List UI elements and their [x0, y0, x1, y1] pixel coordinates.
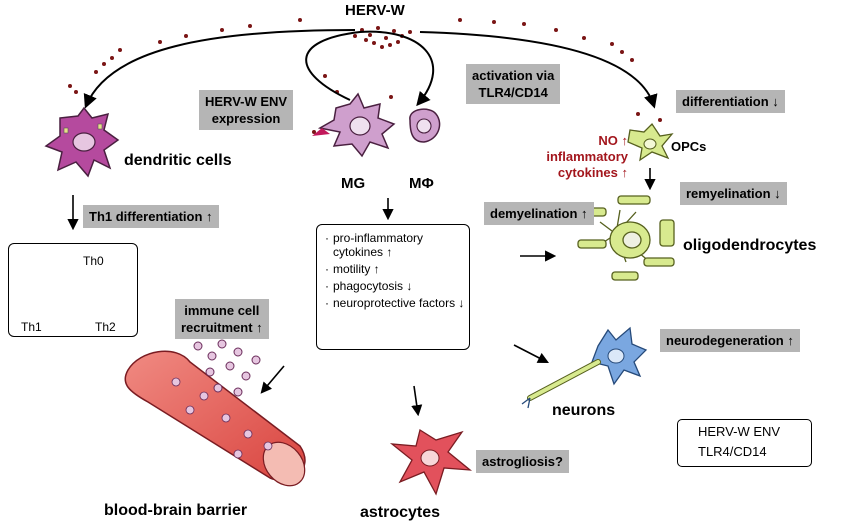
loop-arrow-activation [305, 30, 435, 107]
remyelination-box: remyelination ↓ [680, 182, 787, 205]
effect-text: motility ↑ [333, 262, 380, 276]
opcs-label: OPCs [671, 139, 707, 154]
neurons-label: neurons [552, 402, 616, 419]
effect-item: ·pro-inflammatory cytokines ↑ [325, 231, 424, 259]
mphi-label: MΦ [409, 175, 434, 192]
activation-line2: TLR4/CD14 [478, 85, 548, 100]
dendritic-cell [44, 106, 120, 178]
herv-w-title: HERV-W [345, 2, 405, 19]
immune-line2: recruitment ↑ [181, 320, 263, 335]
neurodegeneration-box: neurodegeneration ↑ [660, 329, 800, 352]
herv-particle-cloud [68, 18, 662, 134]
th1-label: Th1 [21, 320, 42, 334]
red-line1: NO ↑ [598, 133, 628, 148]
env-expression-box: HERV-W ENV expression [199, 90, 294, 130]
neuron-cell [521, 326, 648, 409]
dendritic-cells-label: dendritic cells [124, 152, 232, 169]
bbb-label: blood-brain barrier [104, 502, 248, 519]
immune-recruitment-box: immune cell recruitment ↑ [175, 299, 269, 339]
arrow-to-vessel [260, 365, 285, 394]
immune-cells [193, 339, 261, 397]
legend-env-label: HERV-W ENV [698, 424, 781, 439]
effect-text: neuroprotective factors ↓ [333, 296, 465, 310]
microglia-cell [312, 92, 396, 158]
th0-label: Th0 [83, 254, 104, 268]
astrocytes-label: astrocytes [360, 504, 441, 521]
activation-box: activation via TLR4/CD14 [466, 64, 561, 104]
activation-line1: activation via [472, 68, 555, 83]
env-expression-line2: expression [211, 111, 281, 126]
blood-vessel [124, 350, 306, 487]
th1-differentiation-box: Th1 differentiation ↑ [83, 205, 219, 228]
effect-item: ·phagocytosis ↓ [325, 279, 413, 293]
differentiation-box: differentiation ↓ [676, 90, 785, 113]
arrow-to-neuron [513, 344, 549, 364]
mg-label: MG [341, 175, 366, 192]
env-expression-line1: HERV-W ENV [205, 94, 288, 109]
microglia-effects-box: ·pro-inflammatory cytokines ↑ ·motility … [316, 224, 470, 350]
opc-inflammation-text: NO ↑ inflammatory cytokines ↑ [520, 133, 628, 181]
oligodendrocytes-label: oligodendrocytes [683, 237, 817, 254]
macrophage-cell [409, 108, 441, 143]
legend-receptor-label: TLR4/CD14 [698, 444, 767, 459]
astrocyte-cell [389, 428, 473, 496]
arrow-to-opcs [419, 31, 658, 109]
effect-item: ·neuroprotective factors ↓ [325, 296, 465, 310]
demyelination-box: demyelination ↑ [484, 202, 594, 225]
opc-cell [627, 122, 674, 162]
th-differentiation-panel: Th0 Th1 Th2 [8, 243, 138, 337]
red-line2: inflammatory [546, 149, 628, 164]
arrow-to-astrocyte [411, 385, 423, 417]
th2-label: Th2 [95, 320, 116, 334]
effect-text: pro-inflammatory cytokines ↑ [333, 231, 424, 259]
effects-list: ·pro-inflammatory cytokines ↑ ·motility … [317, 225, 469, 310]
immune-line1: immune cell [184, 303, 260, 318]
arrow-to-dendritic [83, 29, 356, 109]
red-line3: cytokines ↑ [557, 165, 628, 180]
astrogliosis-box: astrogliosis? [476, 450, 569, 473]
legend: HERV-W ENV TLR4/CD14 [677, 419, 812, 467]
effect-text: phagocytosis ↓ [333, 279, 413, 293]
effect-item: ·motility ↑ [325, 262, 380, 276]
